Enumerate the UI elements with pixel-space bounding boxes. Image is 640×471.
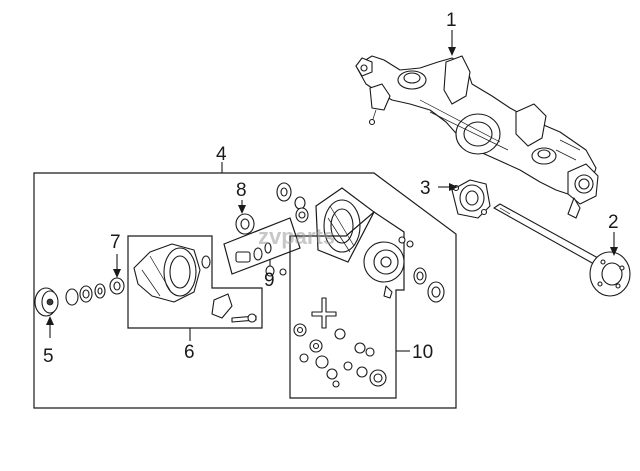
pinion-shim-frame: [223, 217, 301, 275]
axle-shaft[interactable]: [493, 203, 631, 297]
pinion-bearing[interactable]: [109, 277, 125, 295]
differential-case[interactable]: [363, 236, 445, 303]
callout-3[interactable]: 3: [420, 178, 431, 199]
axle-hub-retainer[interactable]: [451, 179, 491, 219]
ring-gear-parts[interactable]: [276, 182, 309, 223]
callout-6[interactable]: 6: [184, 342, 195, 363]
callout-8[interactable]: 8: [236, 180, 247, 201]
differential-gears[interactable]: [293, 297, 387, 388]
callout-2[interactable]: 2: [608, 212, 619, 233]
differential-assembly-frame: [33, 172, 457, 409]
axle-housing[interactable]: [355, 55, 599, 219]
carrier-case[interactable]: [133, 243, 211, 303]
callout-4[interactable]: 4: [216, 144, 227, 165]
side-bearing[interactable]: [235, 213, 255, 235]
callout-7[interactable]: 7: [110, 232, 121, 253]
leader-lines: [46, 30, 618, 352]
callout-10[interactable]: 10: [412, 342, 433, 363]
carrier-case-frame: [127, 235, 263, 329]
callout-9[interactable]: 9: [264, 270, 275, 291]
watermark-text: zvparts: [258, 224, 335, 249]
companion-flange[interactable]: [34, 283, 106, 317]
callout-5[interactable]: 5: [43, 346, 54, 367]
differential-gear-frame: [289, 211, 405, 399]
callout-1[interactable]: 1: [446, 10, 457, 31]
ring-gear[interactable]: [323, 199, 361, 253]
ring-gear-frame: [315, 187, 375, 263]
pinion-shims[interactable]: [235, 242, 287, 277]
bearing-cap-and-bolt[interactable]: [211, 293, 257, 323]
